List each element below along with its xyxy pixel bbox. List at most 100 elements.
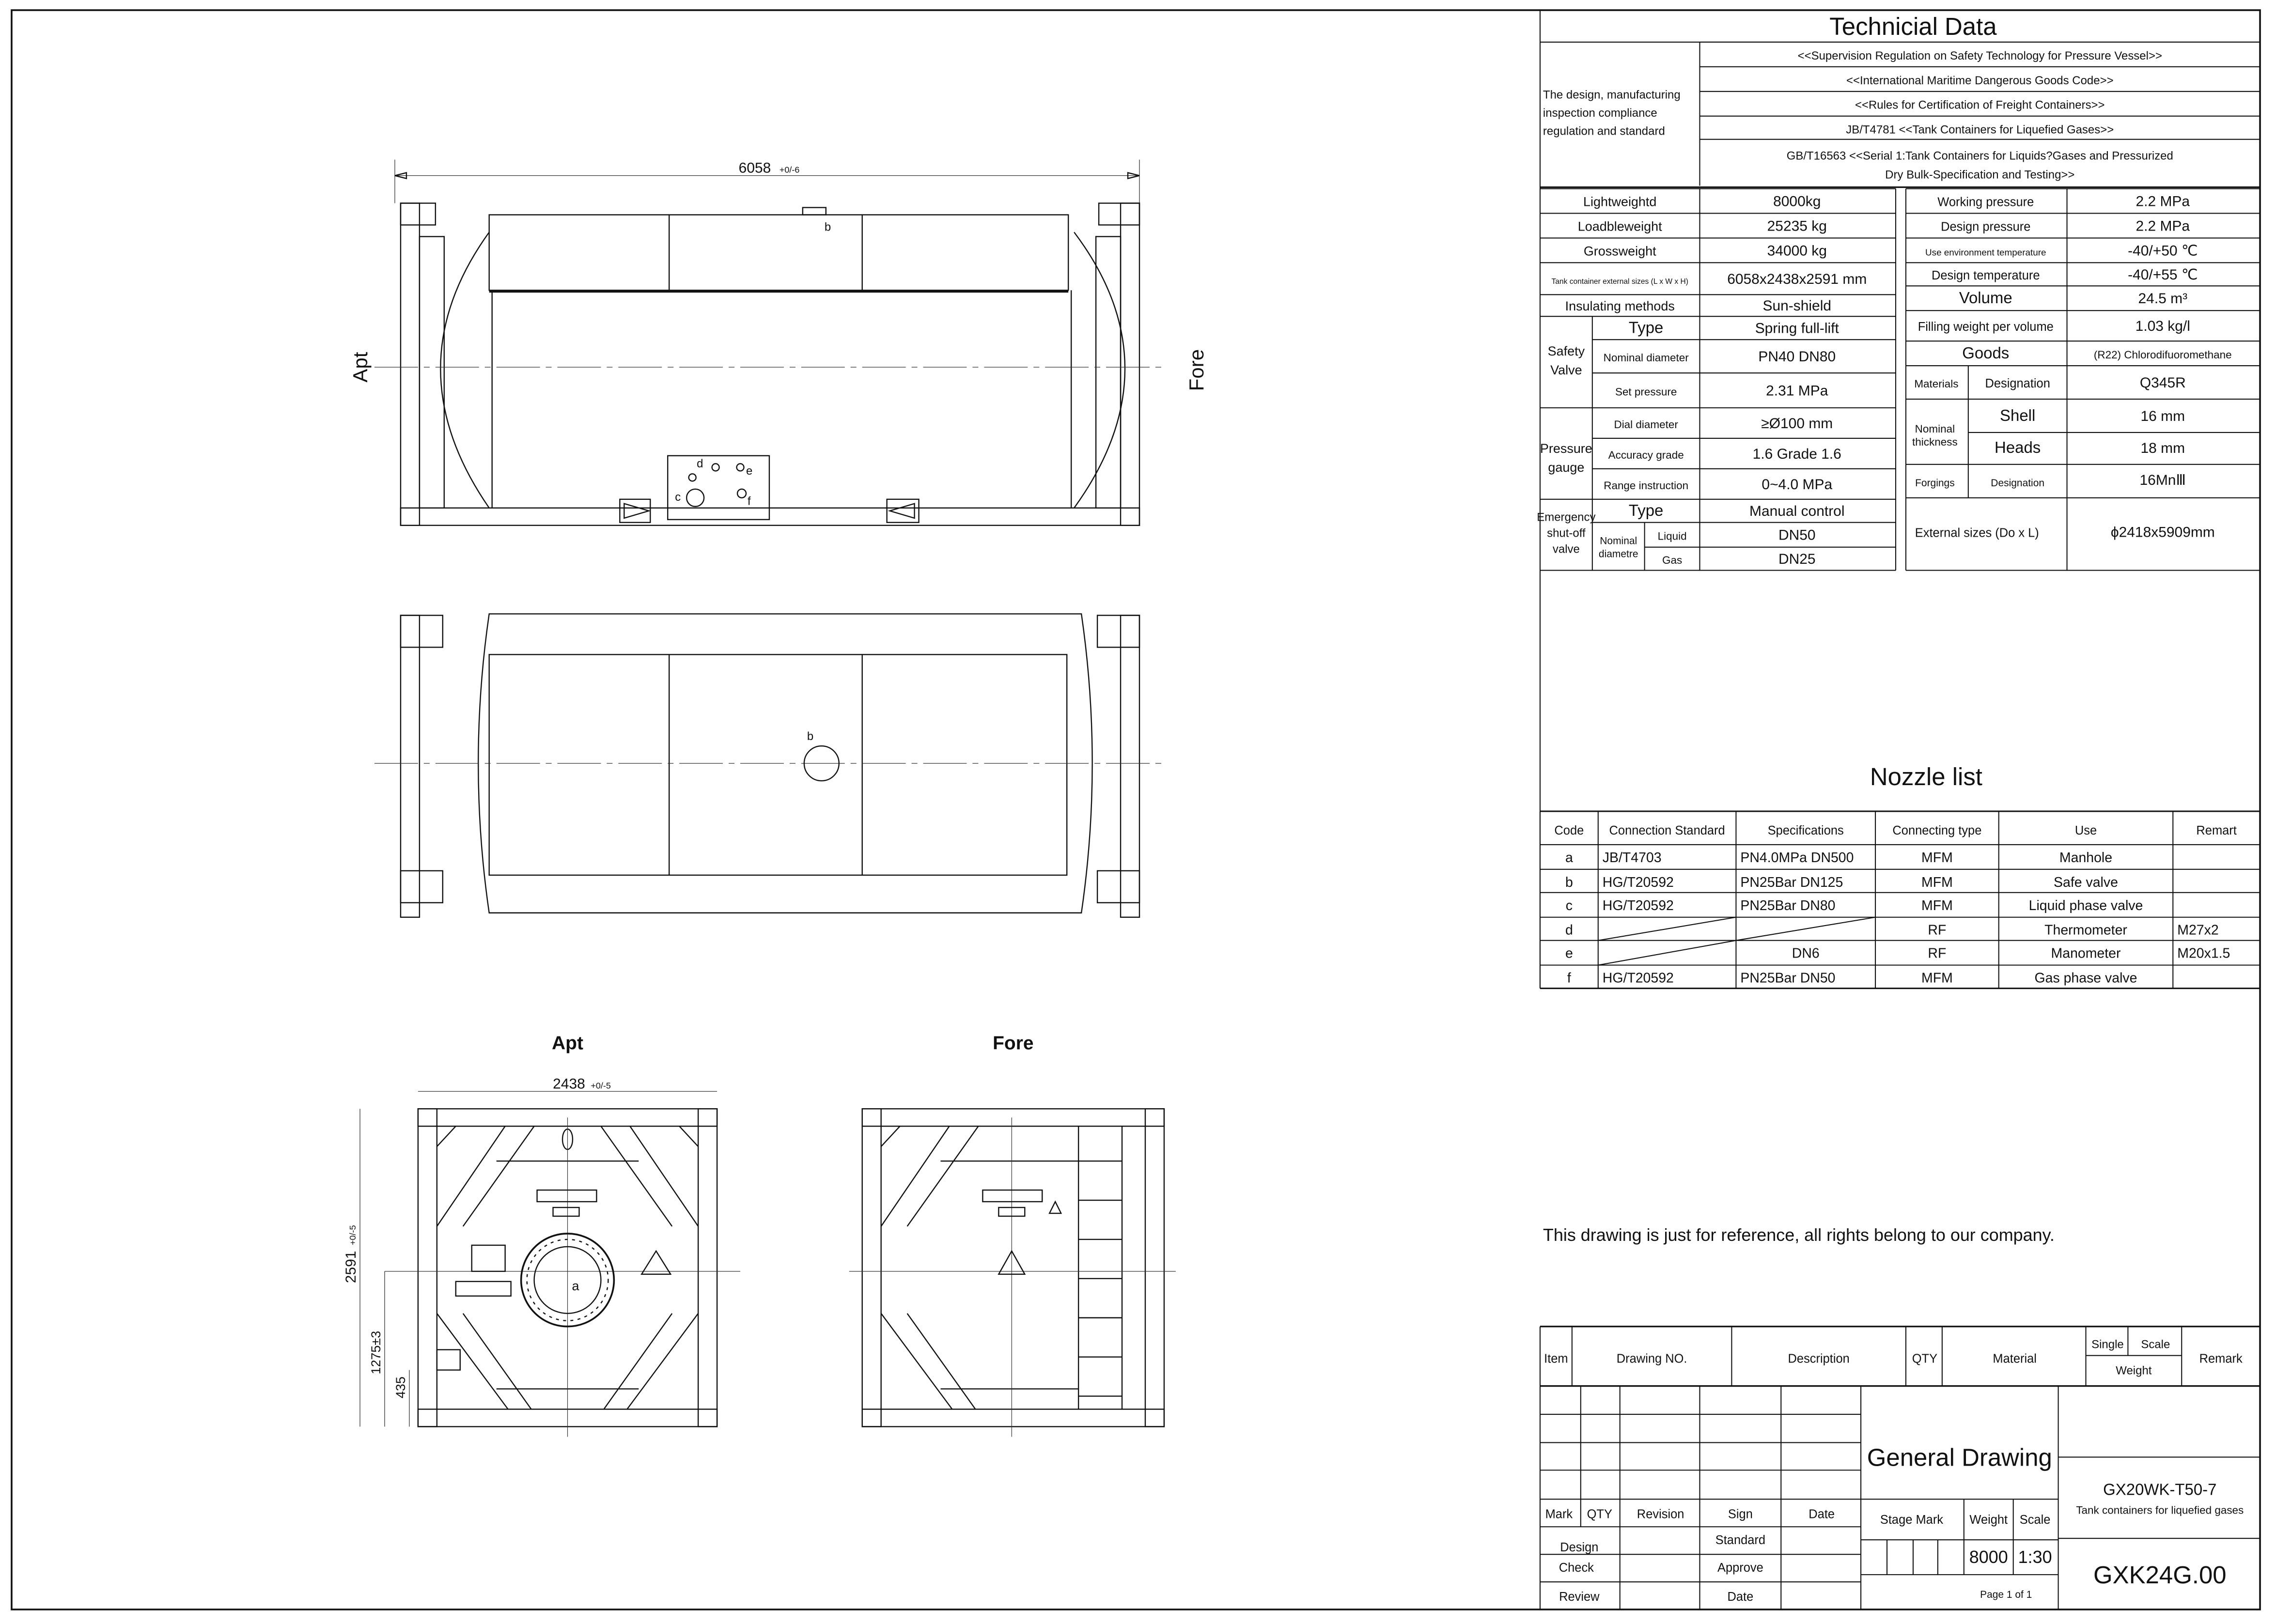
- param-value-insulating: Sun-shield: [1762, 298, 1831, 314]
- model-description: Tank containers for liquefied gases: [2076, 1504, 2244, 1516]
- nozzle-code: c: [1566, 898, 1573, 913]
- param-value-grossweight: 34000 kg: [1767, 243, 1827, 259]
- drawing-line: [686, 488, 705, 507]
- param-label-loadweight: Loadbleweight: [1578, 219, 1662, 233]
- forgings-designation-label: Designation: [1991, 478, 2044, 489]
- drawing-line: [1098, 202, 1140, 226]
- ladder: [1077, 1126, 1123, 1409]
- rev-revision: Revision: [1637, 1507, 1684, 1521]
- header-single: Single: [2091, 1338, 2124, 1351]
- header-item: Item: [1544, 1352, 1568, 1366]
- height-dimension: 2591: [343, 1251, 359, 1284]
- nozzle-cell: PN25Bar DN125: [1740, 875, 1843, 890]
- table-rule: [1598, 940, 1736, 966]
- heads-label: Heads: [1995, 438, 2041, 456]
- param-label-lightweight: Lightweightd: [1583, 194, 1656, 209]
- signoff-standard: Standard: [1715, 1533, 1765, 1547]
- nozzle-cell: RF: [1928, 923, 1946, 938]
- nozzle-cell: Liquid phase valve: [2029, 898, 2143, 913]
- header-scale: Scale: [2141, 1338, 2170, 1351]
- rev-qty: QTY: [1587, 1507, 1612, 1521]
- nozzle-label-c: c: [675, 491, 681, 504]
- external-sizes-value: ϕ2418x5909mm: [2111, 525, 2215, 541]
- nozzle-label-b: b: [825, 220, 831, 233]
- param-label-design_temperature: Design temperature: [1932, 269, 2040, 282]
- param-label-accuracy_grade: Accuracy grade: [1608, 449, 1684, 461]
- standard-item: <<International Maritime Dangerous Goods…: [1846, 74, 2114, 87]
- height-tolerance: +0/-5: [348, 1225, 358, 1245]
- header-drawing-no: Drawing NO.: [1617, 1352, 1687, 1366]
- safety-valve-flange: [803, 745, 840, 782]
- nozzle-header: Connecting type: [1892, 824, 1981, 837]
- drawing-line: [400, 870, 444, 903]
- nozzle-cell: MFM: [1921, 875, 1953, 890]
- nozzle-label-b-top: b: [807, 730, 813, 743]
- nozzle-cell: PN4.0MPa DN500: [1740, 850, 1854, 866]
- signoff-check: Check: [1559, 1561, 1594, 1575]
- apt-end-view: Apt 2438 +0/-5 2591 +0/-5 1275±3 435 a: [343, 1033, 741, 1437]
- center-height-dimension: 1275±3: [369, 1331, 383, 1375]
- nozzle-code: a: [1565, 850, 1573, 866]
- nominal-diametre-label: Nominal: [1600, 536, 1637, 547]
- param-label-external_sizes: Tank container external sizes (L x W x H…: [1551, 278, 1688, 286]
- scale-value: 1:30: [2018, 1547, 2052, 1567]
- param-value-env_temperature: -40/+50 ℃: [2128, 243, 2198, 259]
- nozzle-cell: Safe valve: [2054, 875, 2118, 890]
- param-value-external_sizes: 6058x2438x2591 mm: [1727, 271, 1867, 287]
- drawing-line: [400, 615, 421, 918]
- standards-label: regulation and standard: [1543, 125, 1665, 138]
- table-rule: [1736, 916, 1876, 941]
- param-value-working_pressure: 2.2 MPa: [2136, 193, 2190, 209]
- drawing-line: [1120, 202, 1140, 526]
- shell-label: Shell: [2000, 406, 2035, 424]
- param-label-range: Range instruction: [1604, 479, 1688, 492]
- header-material: Material: [1993, 1352, 2037, 1366]
- param-label-type: Type: [1629, 319, 1663, 337]
- param-label-insulating: Insulating methods: [1565, 299, 1675, 313]
- weight-label: Weight: [1969, 1513, 2008, 1527]
- emergency-valve-group-label: Emergency: [1537, 511, 1595, 524]
- drawing-line: [640, 1250, 672, 1275]
- param-value-type: Spring full-lift: [1755, 321, 1840, 337]
- drawing-line: [1120, 615, 1140, 918]
- param-value-nominal_diameter: PN40 DN80: [1758, 349, 1836, 365]
- param-label-grossweight: Grossweight: [1584, 244, 1656, 258]
- drawing-line: [436, 1349, 461, 1371]
- nozzle-cell: HG/T20592: [1603, 971, 1674, 986]
- nozzle-header: Code: [1554, 824, 1584, 837]
- param-value-design_temperature: -40/+55 ℃: [2128, 267, 2198, 283]
- param-label-dial_diameter: Dial diameter: [1614, 418, 1678, 431]
- nozzle-cell: PN25Bar DN80: [1740, 898, 1835, 913]
- drawing-line: [394, 172, 1140, 180]
- nozzle-cell: HG/T20592: [1603, 898, 1674, 913]
- drawing-line: [417, 1408, 438, 1427]
- drawing-line: [552, 1206, 580, 1217]
- drawing-line: [1095, 236, 1122, 509]
- nozzle-cell: Manometer: [2051, 946, 2121, 961]
- nozzle-cell: M27x2: [2177, 923, 2218, 938]
- drawing-line: [802, 207, 827, 216]
- drawing-line: [619, 498, 920, 523]
- nozzle-header: Connection Standard: [1609, 824, 1725, 837]
- param-label-gas: Gas: [1662, 554, 1682, 566]
- nozzle-cell: MFM: [1921, 971, 1953, 986]
- nozzle-cell: JB/T4703: [1603, 850, 1662, 866]
- technical-data-title: Technicial Data: [1829, 13, 1997, 40]
- drawing-line: [1074, 232, 1126, 509]
- nozzle-cell: MFM: [1921, 850, 1953, 866]
- param-value-type: Manual control: [1749, 503, 1844, 519]
- drawing-line: [526, 1238, 609, 1321]
- valve-box: [667, 455, 770, 520]
- drawing-line: [711, 463, 720, 472]
- safety-valve-group-label: Valve: [1550, 363, 1582, 377]
- forgings-label: Forgings: [1915, 478, 1955, 489]
- drawing-line: [400, 507, 1140, 526]
- nozzle-label-e: e: [746, 464, 752, 478]
- rev-sign: Sign: [1728, 1507, 1753, 1521]
- param-value-accuracy_grade: 1.6 Grade 1.6: [1753, 446, 1841, 462]
- sheet-border: [11, 9, 2261, 1610]
- drawing-line: [1077, 1126, 1123, 1409]
- drawing-line: [697, 1408, 718, 1427]
- drawing-line: [998, 1206, 1026, 1217]
- external-sizes-label: External sizes (Do x L): [1915, 526, 2039, 540]
